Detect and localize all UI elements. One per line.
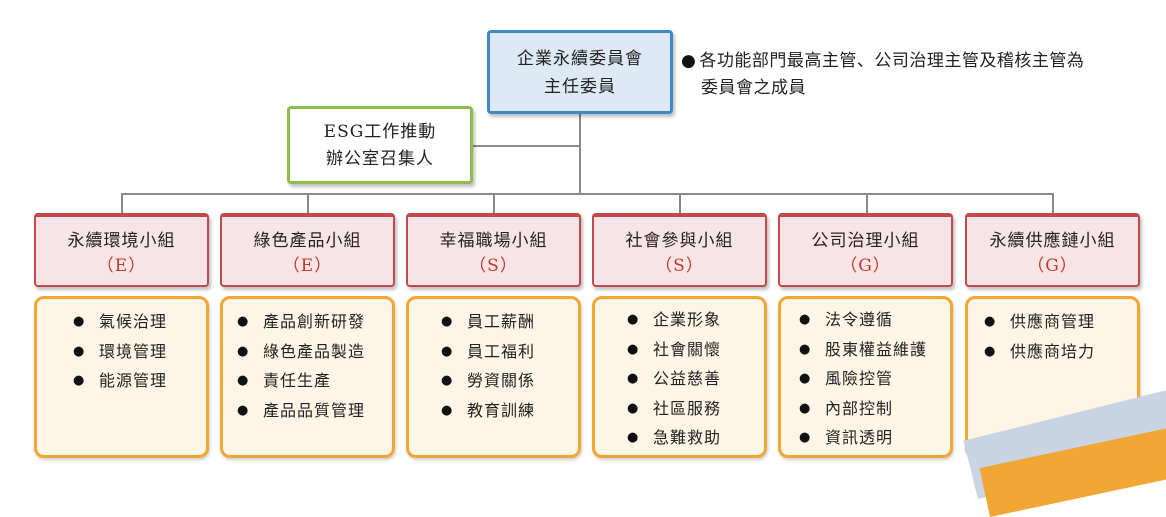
connector-convener: [473, 145, 579, 147]
duty-item: 社區服務: [627, 394, 764, 424]
connector-drop-3: [493, 193, 495, 213]
chair-title: 企業永續委員會: [517, 49, 643, 69]
group-tag: （G）: [840, 256, 891, 276]
duties-green-product: 產品創新研發 綠色產品製造 責任生產 產品品質管理: [220, 296, 395, 458]
duty-item: 法令遵循: [799, 305, 950, 335]
note-line-2: 委員會之成員: [701, 78, 806, 98]
connector-chair-vertical: [579, 114, 581, 194]
group-name: 社會參與小組: [625, 231, 734, 251]
duty-item: 股東權益維護: [799, 335, 950, 365]
duties-corporate-governance: 法令遵循 股東權益維護 風險控管 內部控制 資訊透明: [778, 296, 953, 458]
duty-item: 風險控管: [799, 364, 950, 394]
duty-item: 急難救助: [627, 423, 764, 453]
duty-item: 社會關懷: [627, 335, 764, 365]
group-name: 幸福職場小組: [439, 231, 548, 251]
duty-item: 供應商培力: [984, 337, 1137, 367]
note-line-1: 各功能部門最高主管、公司治理主管及稽核主管為: [699, 51, 1085, 71]
group-tag: （S）: [655, 256, 704, 276]
duty-item: 企業形象: [627, 305, 764, 335]
duty-item: 供應商管理: [984, 307, 1137, 337]
duty-item: 環境管理: [73, 337, 206, 367]
group-social-participation: 社會參與小組 （S）: [592, 213, 767, 287]
group-tag: （S）: [469, 256, 518, 276]
group-green-product: 綠色產品小組 （E）: [220, 213, 395, 287]
group-tag: （E）: [96, 256, 147, 276]
duties-environment: 氣候治理 環境管理 能源管理: [34, 296, 209, 458]
duty-item: 產品品質管理: [237, 396, 392, 426]
group-tag: （E）: [282, 256, 333, 276]
committee-note: ●各功能部門最高主管、公司治理主管及稽核主管為 委員會之成員: [681, 48, 1161, 102]
group-sustainable-supply-chain: 永續供應鏈小組 （G）: [965, 213, 1140, 287]
chair-role: 主任委員: [544, 77, 616, 97]
duty-item: 產品創新研發: [237, 307, 392, 337]
duties-happy-workplace: 員工薪酬 員工福利 勞資關係 教育訓練: [406, 296, 581, 458]
group-name: 綠色產品小組: [253, 231, 362, 251]
connector-bus: [121, 193, 1053, 195]
duty-item: 員工福利: [441, 337, 578, 367]
group-tag: （G）: [1027, 256, 1078, 276]
connector-drop-5: [866, 193, 868, 213]
duty-item: 公益慈善: [627, 364, 764, 394]
group-happy-workplace: 幸福職場小組 （S）: [406, 213, 581, 287]
duty-item: 綠色產品製造: [237, 337, 392, 367]
duty-item: 內部控制: [799, 394, 950, 424]
connector-drop-6: [1052, 193, 1054, 213]
duty-item: 教育訓練: [441, 396, 578, 426]
esg-office-convener-box: ESG工作推動 辦公室召集人: [287, 106, 473, 184]
duty-item: 員工薪酬: [441, 307, 578, 337]
group-environment: 永續環境小組 （E）: [34, 213, 209, 287]
duty-item: 勞資關係: [441, 366, 578, 396]
connector-drop-1: [121, 193, 123, 213]
group-name: 永續供應鏈小組: [989, 231, 1116, 251]
duty-item: 責任生產: [237, 366, 392, 396]
connector-drop-2: [307, 193, 309, 213]
group-corporate-governance: 公司治理小組 （G）: [778, 213, 953, 287]
group-name: 公司治理小組: [811, 231, 920, 251]
duty-item: 能源管理: [73, 366, 206, 396]
convener-line-1: ESG工作推動: [323, 122, 437, 142]
bullet-icon: ●: [681, 51, 697, 71]
duties-social-participation: 企業形象 社會關懷 公益慈善 社區服務 急難救助: [592, 296, 767, 458]
convener-line-2: 辦公室召集人: [326, 149, 434, 169]
committee-chair-box: 企業永續委員會 主任委員: [487, 30, 673, 114]
duty-item: 資訊透明: [799, 423, 950, 453]
connector-drop-4: [679, 193, 681, 213]
duty-item: 氣候治理: [73, 307, 206, 337]
group-name: 永續環境小組: [67, 231, 176, 251]
